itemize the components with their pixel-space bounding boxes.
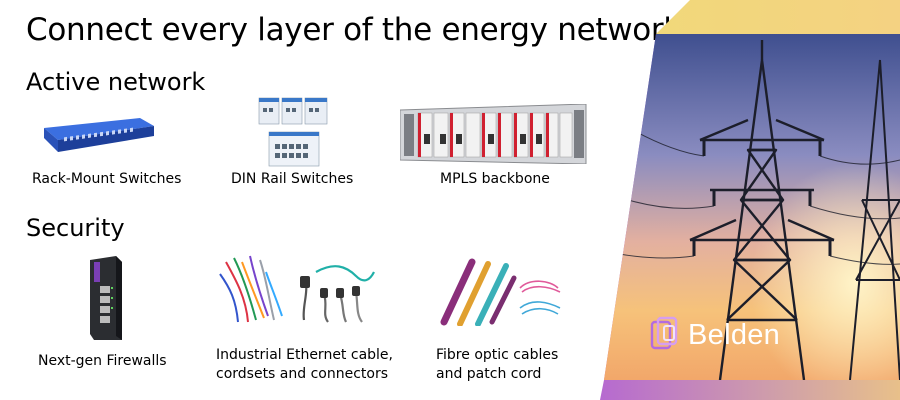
belden-logo-icon	[650, 316, 678, 350]
product-mpls-backbone[interactable]: MPLS backbone	[398, 104, 598, 188]
product-caption: MPLS backbone	[440, 171, 550, 187]
product-caption: Rack-Mount Switches	[32, 171, 182, 187]
mpls-chassis-image	[400, 104, 587, 164]
hero-photo-panel: Belden	[600, 0, 900, 400]
product-caption-line-2: and patch cord	[436, 366, 542, 382]
product-caption: DIN Rail Switches	[231, 171, 354, 187]
product-caption-line-1: Industrial Ethernet cable,	[216, 347, 393, 363]
product-rack-mount-switches[interactable]: Rack-Mount Switches	[30, 108, 190, 188]
rack-switch-image	[44, 118, 154, 152]
product-fibre-optic-cables[interactable]: Fibre optic cables and patch cord	[434, 254, 604, 384]
power-tower-illustration	[600, 0, 900, 400]
product-industrial-ethernet-cable[interactable]: Industrial Ethernet cable, cordsets and …	[214, 254, 404, 384]
page-title: Connect every layer of the energy networ…	[26, 12, 682, 48]
brand-wordmark: Belden	[688, 319, 781, 351]
din-rail-switch-image	[258, 97, 328, 167]
section-heading-active-network: Active network	[26, 68, 206, 96]
firewall-image	[90, 256, 122, 340]
product-din-rail-switches[interactable]: DIN Rail Switches	[225, 96, 375, 188]
product-caption: Next-gen Firewalls	[38, 353, 167, 369]
product-caption-line-1: Fibre optic cables	[436, 347, 559, 363]
product-next-gen-firewalls[interactable]: Next-gen Firewalls	[36, 256, 186, 370]
section-heading-security: Security	[26, 214, 125, 242]
fibre-cable-image	[440, 258, 561, 326]
ethernet-cable-image	[219, 255, 375, 323]
product-caption-line-2: cordsets and connectors	[216, 366, 389, 382]
